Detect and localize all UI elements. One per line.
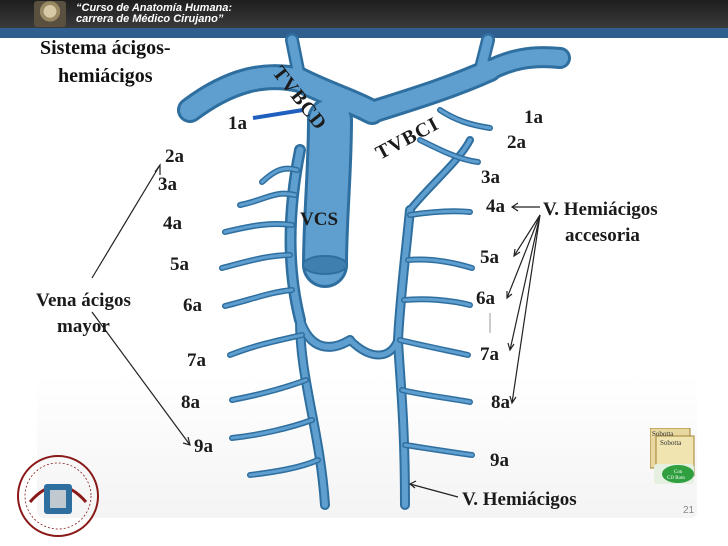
svg-text:Sobotta: Sobotta (652, 430, 674, 438)
label-right-1a: 1a (524, 107, 543, 128)
label-left-6a: 6a (183, 295, 202, 316)
label-right-6a: 6a (476, 288, 495, 309)
author-portrait (34, 1, 66, 27)
slide-title: Sistema ácigos- hemiácigos (40, 37, 171, 87)
arrow-azygos-up (91, 164, 161, 279)
sobotta-book-icon: Sobotta Sobotta Con CD Rom (650, 428, 695, 484)
label-left-1a: 1a (228, 113, 247, 134)
university-seal (17, 455, 99, 537)
slide-number: 21 (683, 505, 695, 516)
header-bar: “Curso de Anatomía Humana: carrera de Mé… (0, 0, 728, 28)
label-left-3a: 3a (158, 174, 177, 195)
pointer-line-1a (252, 108, 304, 120)
label-hemiazygos-accesoria: V. Hemiácigos accesoria (543, 199, 658, 246)
label-left-2a: 2a (165, 146, 184, 167)
label-right-7a: 7a (480, 344, 499, 365)
svg-text:Con: Con (674, 470, 683, 475)
label-left-7a: 7a (187, 350, 206, 371)
label-right-5a: 5a (480, 247, 499, 268)
label-right-9a: 9a (490, 450, 509, 471)
arrow-azygos-down (91, 311, 191, 446)
svg-text:Sobotta: Sobotta (660, 439, 682, 447)
label-vcs: VCS (300, 209, 339, 230)
label-right-4a: 4a (486, 196, 505, 217)
label-hemiazygos: V. Hemiácigos (462, 489, 577, 510)
course-title: “Curso de Anatomía Humana: carrera de Mé… (76, 2, 233, 25)
svg-text:CD Rom: CD Rom (667, 476, 685, 481)
label-right-2a: 2a (507, 132, 526, 153)
label-left-8a: 8a (181, 392, 200, 413)
label-vena-azygos-mayor: Vena ácigos mayor (36, 290, 131, 337)
label-right-8a: 8a (491, 392, 510, 413)
label-right-3a: 3a (481, 167, 500, 188)
header-accent-bar (0, 28, 728, 38)
label-left-4a: 4a (163, 213, 182, 234)
label-left-5a: 5a (170, 254, 189, 275)
label-left-9a: 9a (194, 436, 213, 457)
